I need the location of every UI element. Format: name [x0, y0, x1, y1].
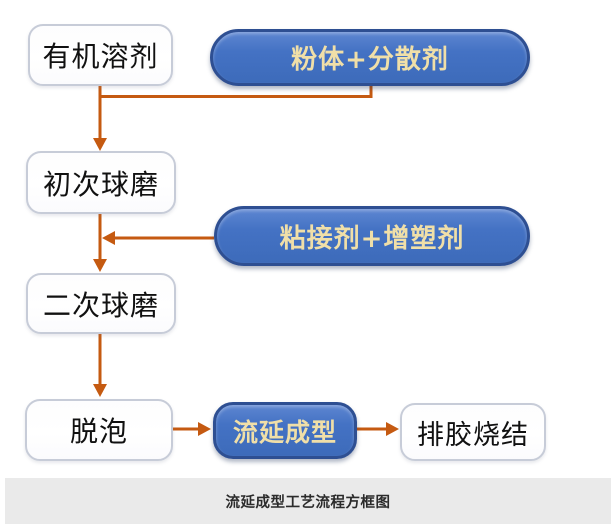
arrowhead-left [102, 231, 115, 245]
arrowhead-right-1 [198, 422, 211, 436]
arrowhead-down-3 [93, 384, 107, 397]
node-organic-solvent: 有机溶剂 [28, 24, 173, 86]
node-debinding-sintering: 排胶烧结 [400, 403, 546, 461]
node-second-ball-milling: 二次球磨 [26, 273, 176, 334]
node-tape-casting: 流延成型 [213, 402, 357, 459]
edge-powder-dispersant-connector [100, 86, 373, 98]
node-powder-dispersant: 粉体+分散剂 [210, 29, 530, 86]
node-defoaming: 脱泡 [25, 399, 173, 461]
arrowhead-down-2 [93, 259, 107, 272]
diagram-caption: 流延成型工艺流程方框图 [225, 494, 391, 511]
node-binder-plasticizer: 粘接剂+增塑剂 [214, 206, 530, 266]
arrowhead-right-2 [386, 422, 399, 436]
caption-band: 流延成型工艺流程方框图 [5, 478, 611, 524]
node-first-ball-milling: 初次球磨 [26, 151, 176, 214]
arrowhead-down-1 [93, 138, 107, 151]
